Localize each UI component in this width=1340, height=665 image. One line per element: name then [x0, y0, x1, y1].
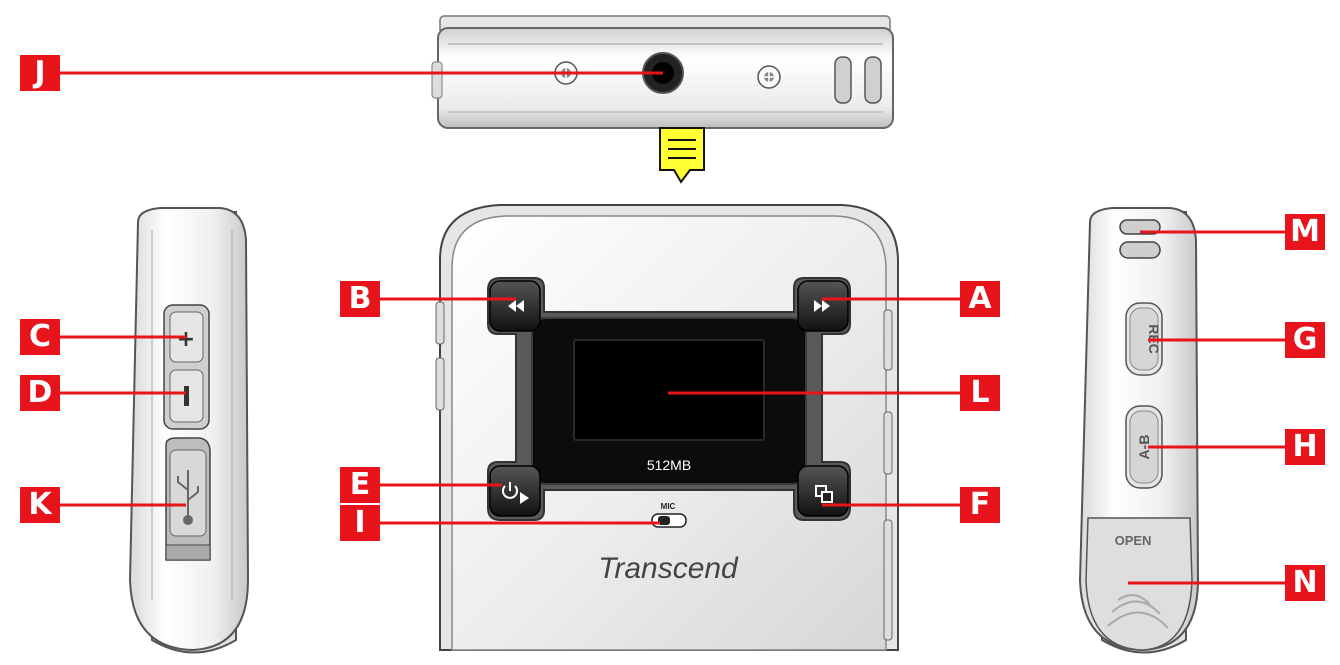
callout-B: B	[340, 281, 380, 317]
left-side-view: +	[128, 207, 250, 654]
callout-M: M	[1285, 214, 1325, 250]
capacity-label: 512MB	[647, 457, 691, 473]
menu-button	[797, 465, 849, 517]
callout-H: H	[1285, 429, 1325, 465]
usb-icon	[177, 470, 199, 525]
callout-label: L	[970, 375, 990, 410]
lcd-screen	[573, 339, 765, 441]
callout-L: L	[960, 375, 1000, 411]
callout-D: D	[20, 375, 60, 411]
callout-J: J	[20, 55, 60, 91]
rec-button: REC	[1125, 302, 1163, 376]
front-view: 512MB MIC Transcend	[435, 204, 899, 651]
callout-label: H	[1292, 429, 1318, 464]
callout-label: C	[28, 319, 52, 354]
callout-label: B	[348, 281, 372, 316]
callout-N: N	[1285, 565, 1325, 601]
ab-label: A-B	[1136, 435, 1152, 460]
callout-label: K	[28, 487, 52, 522]
power-play-button	[489, 465, 541, 517]
leader-lines	[60, 71, 1285, 585]
callout-label: N	[1292, 565, 1318, 600]
callout-label: F	[969, 487, 991, 522]
callout-label: J	[34, 55, 46, 90]
callout-label: A	[968, 281, 992, 316]
fast-forward-icon	[814, 300, 822, 312]
callout-C: C	[20, 319, 60, 355]
callout-I: I	[340, 505, 380, 541]
fast-forward-button	[797, 280, 849, 332]
right-side-view: REC A-B OPEN	[1078, 207, 1200, 654]
callout-label: D	[27, 375, 53, 410]
open-label: OPEN	[1115, 533, 1152, 548]
callout-label: I	[354, 505, 366, 540]
speaker-icon	[1107, 594, 1169, 629]
note-icon	[659, 127, 705, 184]
ab-repeat-button: A-B	[1125, 405, 1163, 489]
callout-F: F	[960, 487, 1000, 523]
callout-label: E	[349, 467, 371, 502]
mic-label: MIC	[661, 502, 676, 511]
callout-A: A	[960, 281, 1000, 317]
callout-label: G	[1292, 322, 1318, 357]
callout-K: K	[20, 487, 60, 523]
mic-switch: MIC	[651, 502, 687, 528]
brand-logo: Transcend	[598, 552, 739, 585]
top-screw-right	[757, 65, 781, 89]
rewind-button	[489, 280, 541, 332]
callout-E: E	[340, 467, 380, 503]
callout-G: G	[1285, 322, 1325, 358]
power-play-icon	[502, 482, 529, 504]
menu-icon	[815, 485, 833, 503]
plus-glyph: +	[177, 327, 195, 352]
rewind-icon	[508, 300, 516, 312]
callout-label: M	[1290, 214, 1320, 249]
